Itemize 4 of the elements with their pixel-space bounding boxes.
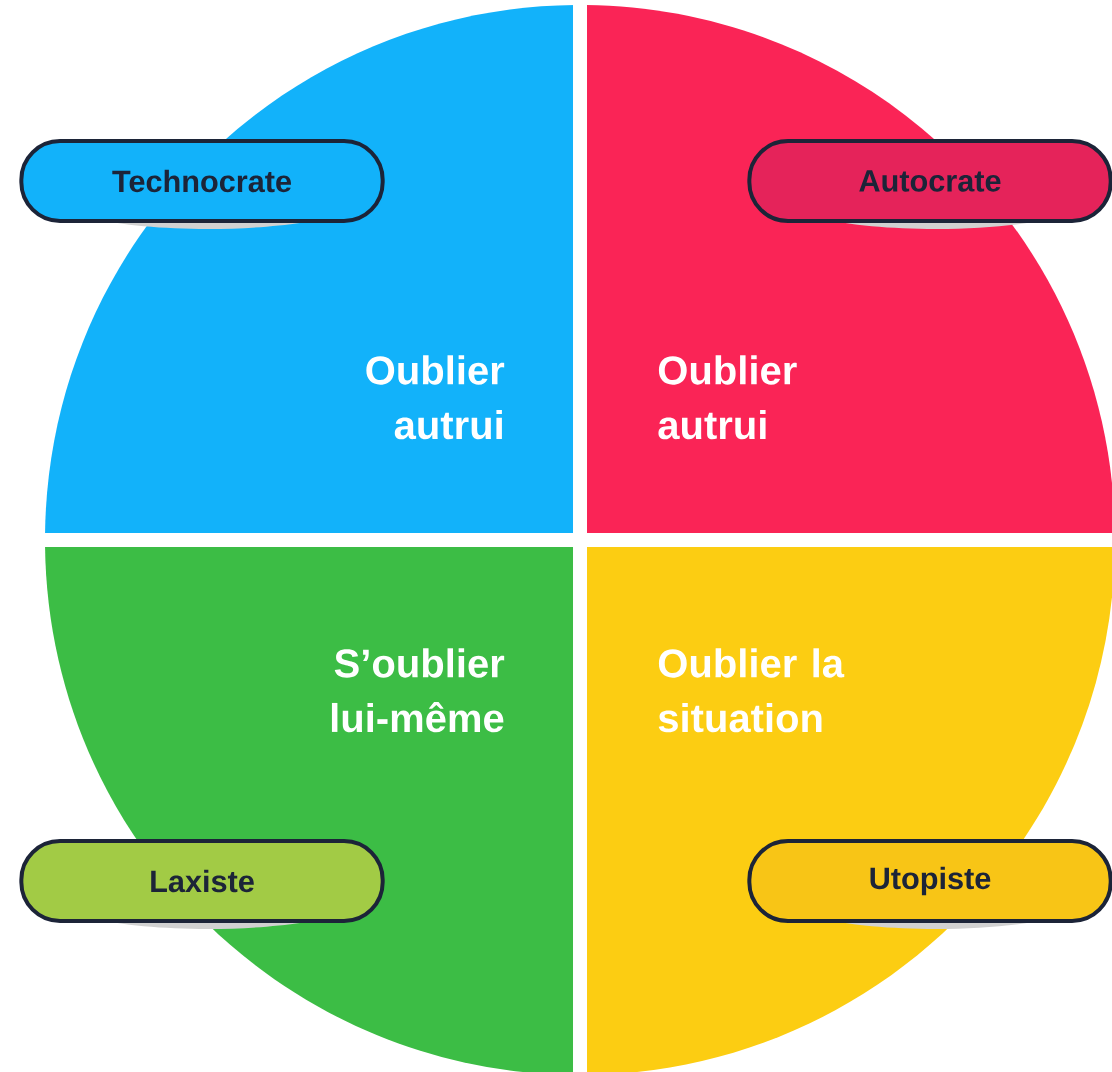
label-pill: Autocrate — [747, 139, 1112, 229]
label-pill: Laxiste — [19, 839, 385, 929]
label-pill: Utopiste — [747, 839, 1112, 929]
label-pill: Technocrate — [19, 139, 385, 229]
